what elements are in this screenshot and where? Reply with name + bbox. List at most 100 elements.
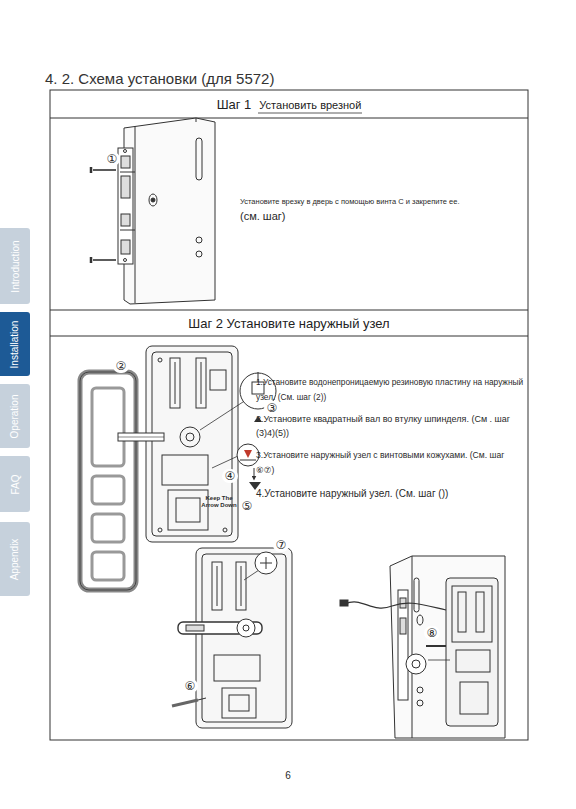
instruction-text: Установите врезку в дверь с помощью винт…: [240, 197, 520, 206]
instruction-text: 4.Установите наружный узел. (См. шаг ()): [256, 488, 524, 500]
door-mortise: [91, 118, 215, 304]
illustration-stroke: [93, 259, 116, 261]
step-title: Установить врезной: [259, 99, 361, 111]
illustration-stroke: [120, 172, 135, 173]
illustration-stroke: [124, 118, 215, 304]
illustration-stroke: [90, 257, 93, 263]
illustration-stroke: [198, 698, 206, 700]
illustration-stroke: [170, 358, 180, 408]
illustration-stroke: [176, 498, 200, 522]
illustration-stroke: [118, 148, 133, 264]
illustration-stroke: [196, 251, 202, 257]
illustration-stroke: [172, 700, 198, 706]
illustration-stroke: [118, 433, 164, 441]
tab-label: FAQ: [9, 474, 20, 494]
illustration-stroke: [124, 259, 127, 262]
illustration-stroke: [92, 514, 124, 542]
illustration-stroke: [428, 660, 450, 661]
illustration-stroke: [229, 695, 249, 711]
door-outer-unit: [340, 556, 505, 738]
side-tab: Introduction: [0, 228, 30, 304]
illustration-stroke: [417, 700, 423, 706]
illustration-stroke: [458, 592, 466, 632]
illustration-stroke: [146, 346, 238, 542]
illustration-stroke: [196, 358, 206, 408]
instruction-text: 2.Установите квадратный вал во втулку шп…: [256, 412, 524, 441]
illustration-stroke: [121, 214, 130, 226]
tab-label: Operation: [10, 394, 21, 438]
tab-label: Appendix: [10, 538, 21, 580]
illustration-stroke: [258, 113, 362, 114]
callout-number: ⑦: [273, 538, 289, 552]
outer-unit-assembled: [172, 548, 292, 728]
illustration-stroke: [50, 90, 528, 740]
illustration-stroke: [158, 528, 162, 532]
illustration-stroke: [460, 682, 488, 714]
illustration-stroke: [414, 578, 419, 612]
illustration-stroke: [92, 476, 124, 504]
illustration-stroke: [180, 427, 200, 447]
illustration-stroke: [90, 167, 93, 173]
illustration-stroke: [50, 336, 528, 337]
illustration-stroke: [212, 456, 238, 468]
illustration-stroke: [50, 310, 528, 311]
illustration-stroke: [254, 468, 255, 478]
side-tab: FAQ: [0, 456, 30, 512]
illustration-stroke: [223, 528, 227, 532]
step-title: Шаг 1: [217, 97, 252, 112]
illustration-stroke: [417, 615, 423, 625]
illustration-stroke: [400, 618, 406, 634]
illustration-stroke: [390, 556, 505, 738]
illustration-stroke: [255, 552, 277, 574]
illustration-stroke: [236, 562, 246, 610]
illustration-stroke: [452, 586, 492, 642]
illustration-stroke: [237, 619, 255, 637]
illustration-stroke: [266, 557, 267, 569]
step-header: Шаг 2 Установите наружный узел: [50, 311, 528, 336]
callout-number: ①: [104, 152, 120, 166]
instruction-text: (см. шаг): [240, 210, 360, 223]
illustration-stroke: [398, 590, 408, 700]
illustration-stroke: [158, 358, 162, 362]
illustration-stroke: [456, 650, 490, 672]
illustration-stroke: [345, 602, 446, 610]
callout-number: ⑥: [182, 679, 198, 693]
illustration-stroke: [120, 230, 135, 231]
marking-text: Keep The Arrow Down: [200, 495, 238, 509]
illustration-stroke: [240, 460, 256, 461]
illustration-stroke: [412, 660, 420, 668]
illustration-stroke: [135, 126, 136, 303]
illustration-stroke: [152, 352, 232, 536]
illustration-stroke: [217, 566, 218, 606]
callout-number: ③: [264, 401, 280, 415]
outer-unit-back: [118, 346, 276, 542]
illustration-stroke: [241, 566, 242, 606]
illustration-stroke: [168, 490, 208, 530]
illustration-stroke: [412, 556, 413, 738]
illustration-stroke: [186, 433, 194, 441]
illustration-stroke: [186, 625, 204, 631]
callout-number: ④: [222, 469, 238, 483]
illustration-stroke: [92, 552, 124, 580]
side-tab: Operation: [0, 384, 30, 448]
illustration-stroke: [202, 554, 286, 722]
illustration-stroke: [149, 194, 157, 206]
illustration-stroke: [121, 240, 130, 254]
illustration-stroke: [175, 362, 176, 404]
page-title: 4. 2. Схема установки (для 5572): [45, 70, 274, 87]
side-tab: Installation: [0, 312, 30, 376]
tab-label: Installation: [10, 320, 21, 368]
illustration-stroke: [244, 450, 252, 458]
callout-number: ⑧: [424, 626, 440, 640]
illustration-stroke: [426, 645, 446, 647]
illustration-stroke: [196, 138, 202, 180]
illustration-stroke: [196, 118, 197, 122]
illustration-stroke: [446, 578, 498, 726]
illustration-stroke: [201, 362, 202, 404]
illustration-stroke: [118, 437, 164, 438]
illustration-stroke: [80, 372, 136, 590]
tab-label: Introduction: [10, 240, 21, 292]
illustration-stroke: [121, 176, 130, 198]
